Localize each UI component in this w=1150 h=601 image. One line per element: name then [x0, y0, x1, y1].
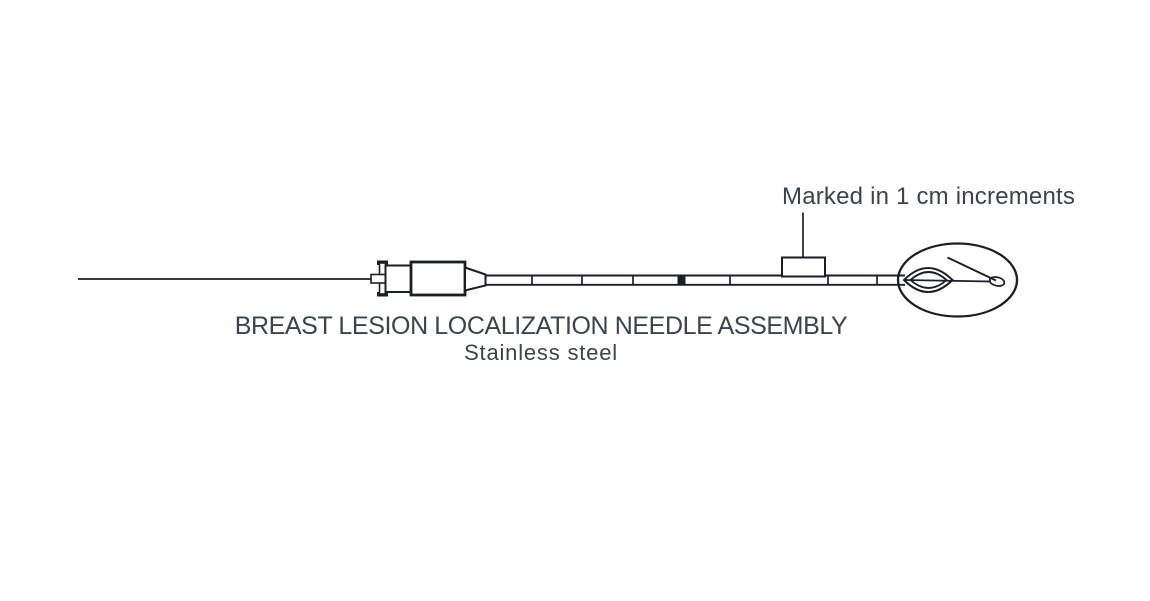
diagram-subtitle: Stainless steel — [464, 340, 618, 365]
hub-taper — [464, 266, 487, 292]
hook-wire-center — [904, 279, 992, 283]
hook-wire-barb — [947, 256, 997, 282]
shaft-marker-black — [677, 276, 686, 285]
hub-body — [409, 260, 467, 297]
hub-connector — [384, 264, 412, 293]
depth-marker-tab — [781, 256, 826, 278]
hook-wire-loop — [988, 276, 1006, 287]
callout-label: Marked in 1 cm increments — [782, 183, 1076, 210]
diagram-title: BREAST LESION LOCALIZATION NEEDLE ASSEMB… — [234, 312, 848, 340]
tip-detail-circle — [896, 242, 1019, 318]
